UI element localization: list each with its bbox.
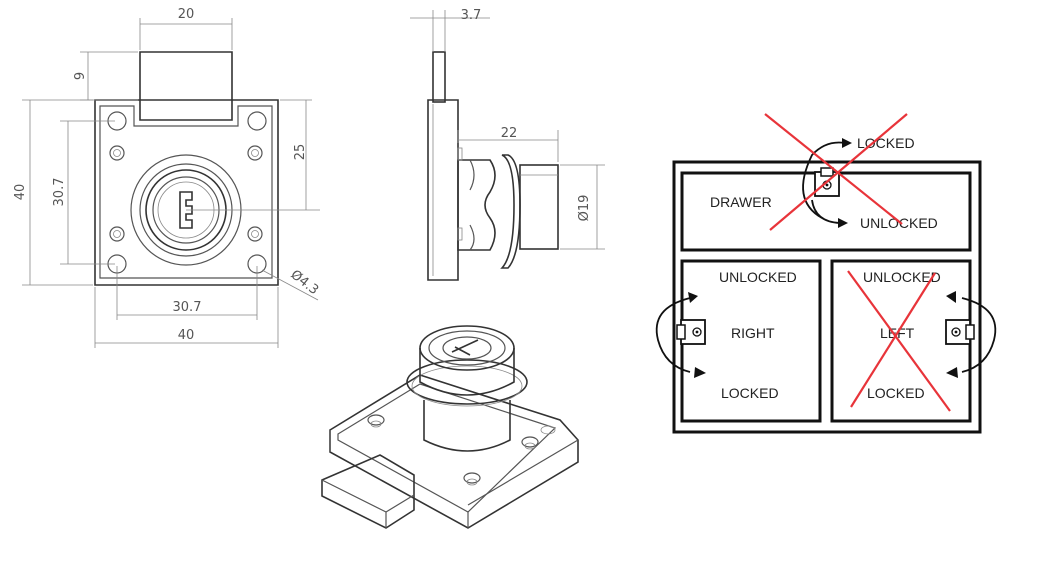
- cabinet-outline: [672, 160, 982, 434]
- left-locked-label: LOCKED: [867, 385, 925, 401]
- right-locked-label: LOCKED: [721, 385, 779, 401]
- dim-cylinder-diameter: Ø19: [577, 195, 592, 222]
- dim-height-total: 40: [13, 184, 28, 201]
- top-unlocked-label: UNLOCKED: [860, 215, 938, 231]
- dim-cylinder-offset: 25: [293, 144, 308, 161]
- dim-hole-spacing-vertical: 30.7: [52, 178, 67, 207]
- right-door-label: RIGHT: [731, 325, 775, 341]
- mounting-diagram: LOCKED DRAWER UNLOCKED UNLOCKED RIGHT LO…: [655, 113, 997, 434]
- dim-plate-thickness: 3.7: [461, 8, 482, 23]
- arrow-left-down-icon: [946, 367, 958, 378]
- dim-width-top: 20: [178, 7, 195, 22]
- left-unlocked-label: UNLOCKED: [863, 269, 941, 285]
- left-door-cross-mark: [847, 270, 951, 412]
- dim-hole-diameter: Ø4.3: [288, 267, 322, 298]
- front-view: 20 9 40 30.7 25 30.7 40 Ø4.3: [13, 7, 321, 348]
- dim-tongue-height: 9: [73, 72, 88, 80]
- top-locked-label: LOCKED: [857, 135, 915, 151]
- right-unlocked-label: UNLOCKED: [719, 269, 797, 285]
- dim-cylinder-length: 22: [501, 126, 518, 141]
- arrow-unlocked-icon: [838, 218, 848, 228]
- drawer-cross-mark: [764, 113, 908, 231]
- arrow-locked-icon: [842, 138, 852, 148]
- arrow-right-down-icon: [694, 367, 706, 378]
- arrow-right-up-icon: [688, 292, 698, 303]
- side-view: 3.7 22 Ø19: [410, 8, 605, 281]
- dim-hole-spacing-horizontal: 30.7: [173, 300, 202, 315]
- isometric-view: [321, 325, 579, 529]
- arrow-left-up-icon: [946, 291, 956, 303]
- dim-width-total: 40: [178, 328, 195, 343]
- drawer-label: DRAWER: [710, 194, 772, 210]
